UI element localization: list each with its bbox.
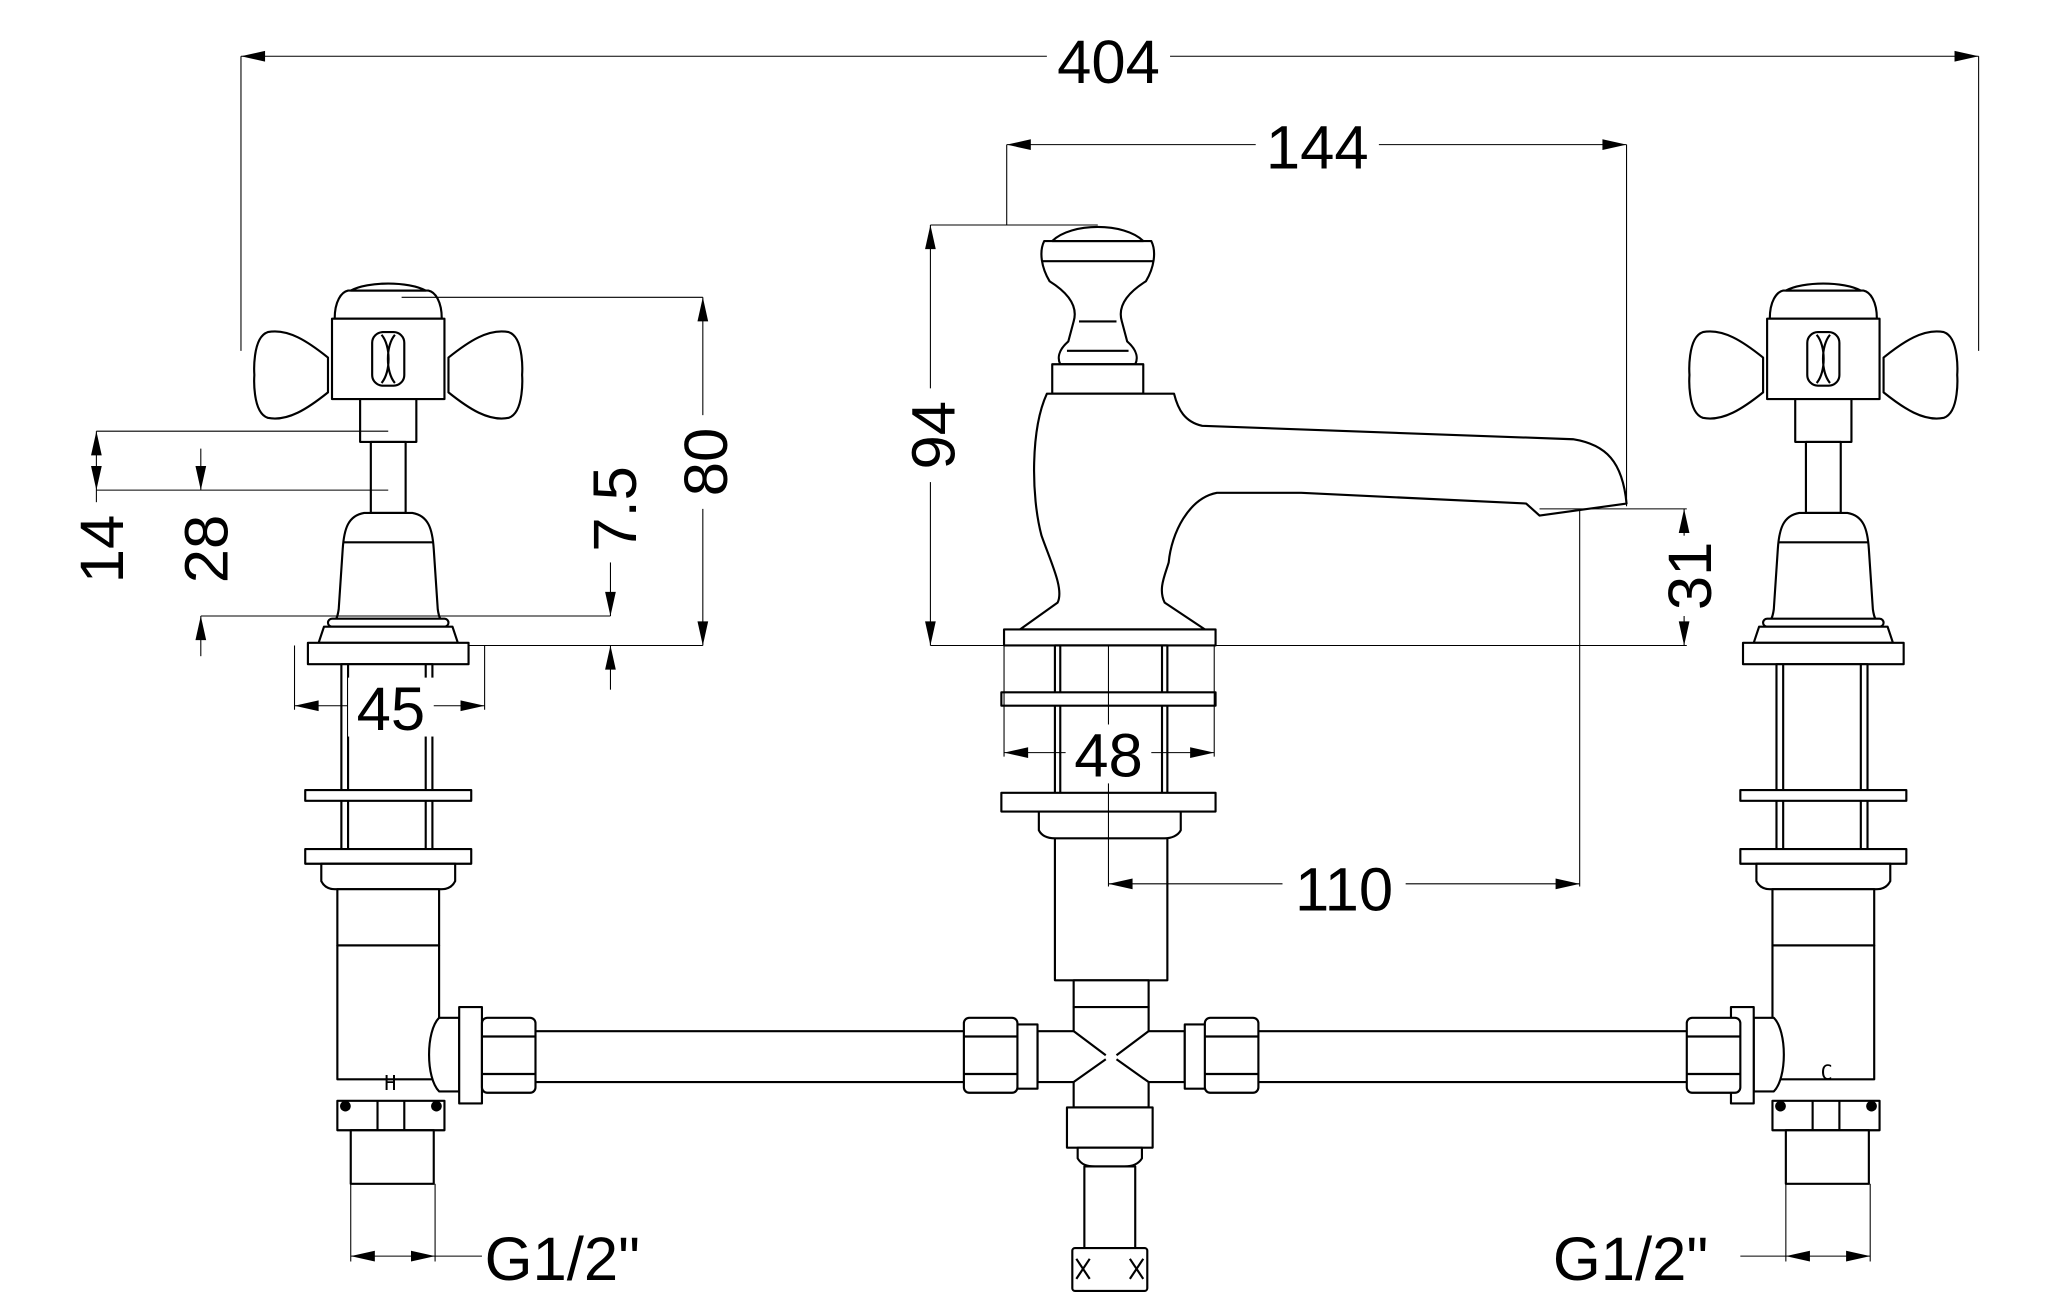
dim-spout-flange: 48 — [1074, 722, 1142, 791]
pipework — [535, 1030, 1687, 1084]
dimension-labels: 404 144 94 80 7.5 14 28 45 48 110 31 G1/… — [68, 26, 1725, 1294]
dim-valve-height: 80 — [672, 428, 741, 497]
cold-marking: C — [1821, 1060, 1833, 1084]
dim-outlet-height: 31 — [1656, 542, 1725, 611]
dim-stem-14: 14 — [68, 515, 137, 584]
hot-valve-connector: H — [336, 1005, 537, 1185]
hot-marking: H — [384, 1071, 396, 1095]
spout — [962, 226, 1628, 1293]
cold-valve — [1688, 282, 1959, 1081]
thread-size-right: G1/2" — [1553, 1225, 1708, 1294]
dim-stem-28: 28 — [173, 515, 242, 584]
dim-valve-flange: 45 — [357, 675, 425, 744]
dim-spout-height: 94 — [900, 401, 969, 470]
dim-shroud-gap: 7.5 — [581, 466, 650, 552]
dim-overall-width: 404 — [1057, 28, 1160, 97]
dim-spout-reach-total: 144 — [1266, 114, 1369, 183]
dimension-lines — [91, 50, 1980, 1262]
dim-reach-from-center: 110 — [1295, 856, 1393, 925]
cold-valve-connector: C — [1685, 1005, 1881, 1185]
thread-size-left: G1/2" — [485, 1225, 640, 1294]
